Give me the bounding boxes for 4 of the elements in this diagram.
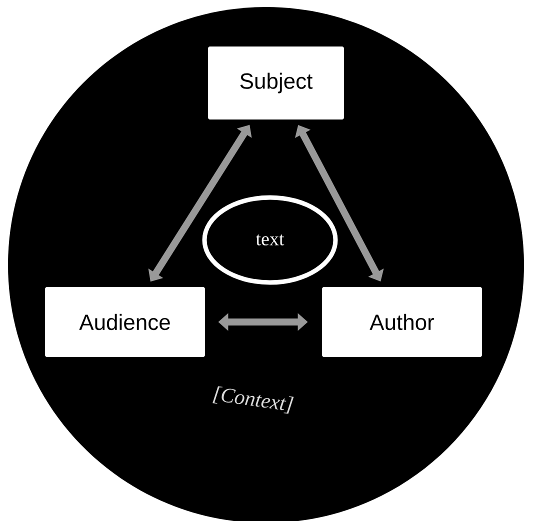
label-box: Subject (208, 46, 344, 120)
label-box: Audience (45, 286, 205, 357)
label-box: Author (322, 286, 482, 357)
double-arrow (294, 125, 384, 282)
